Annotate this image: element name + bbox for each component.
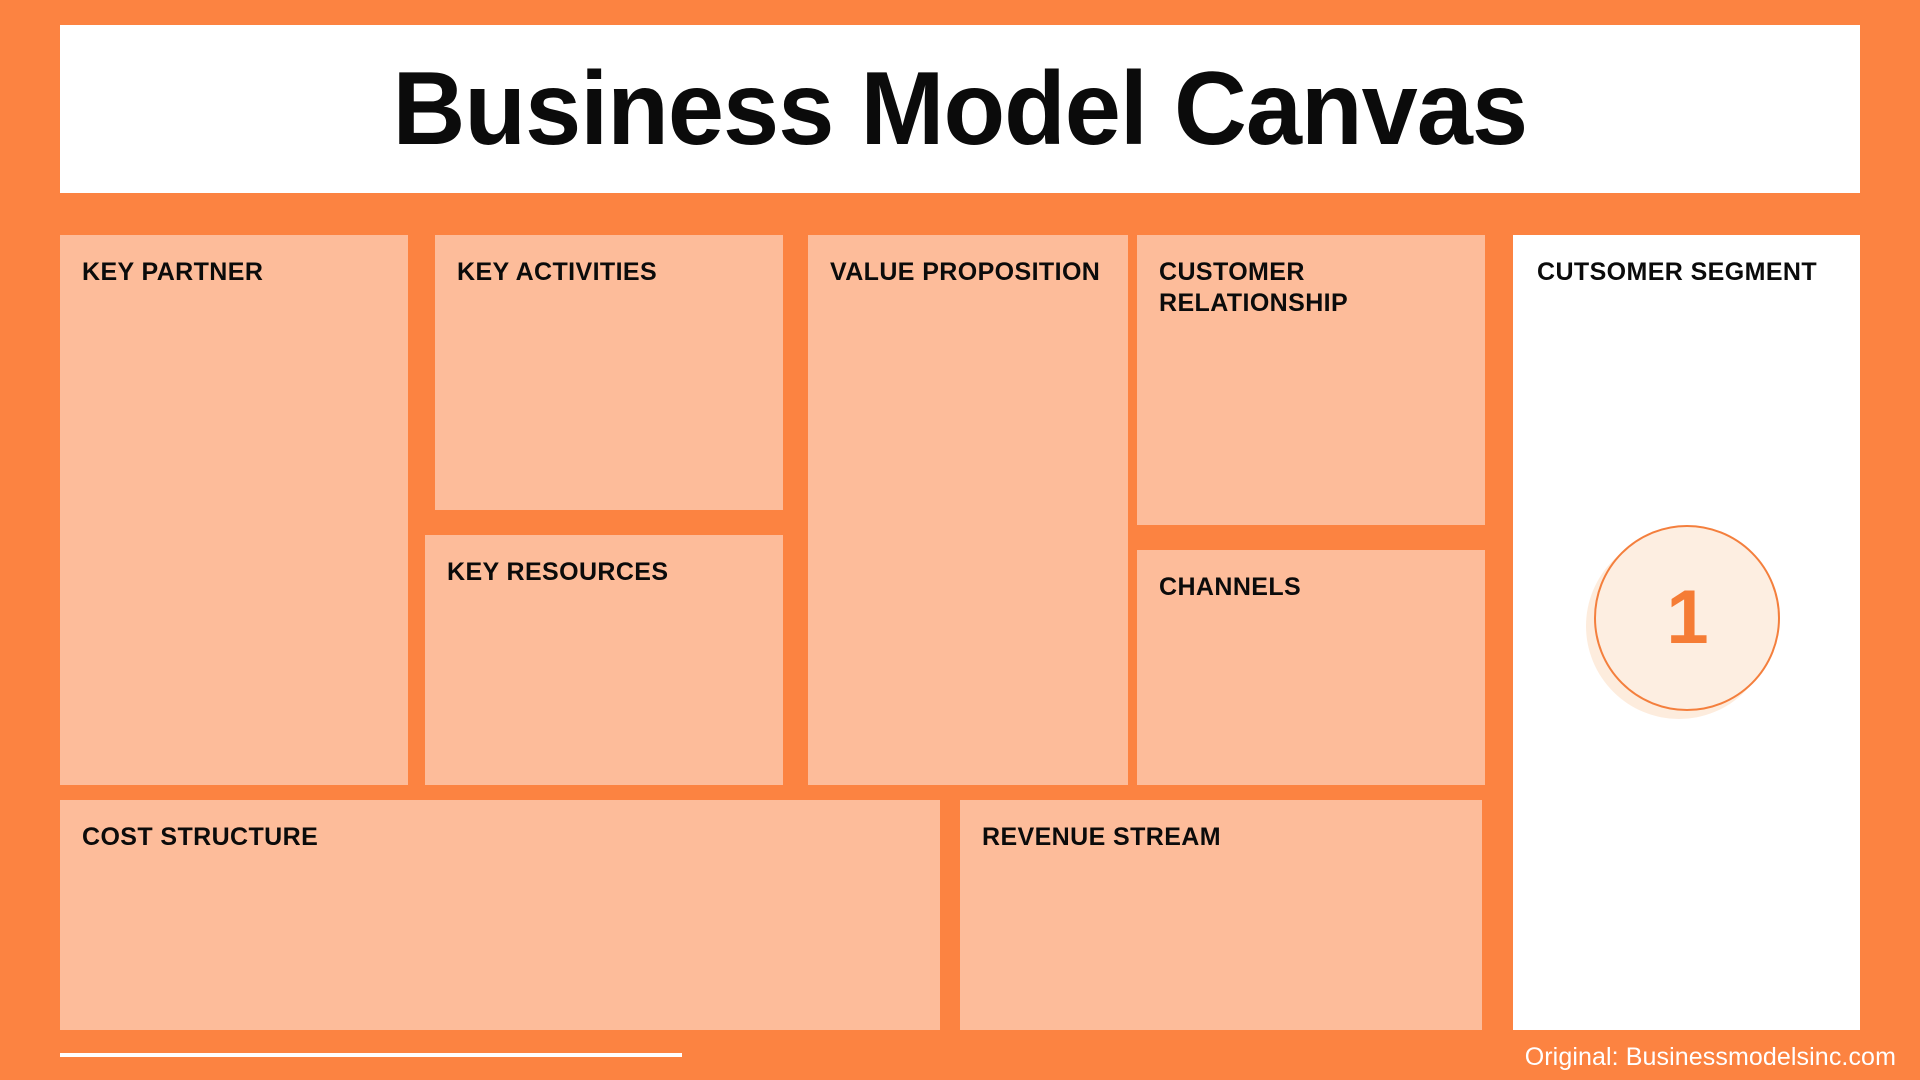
- badge-ring-circle: 1: [1593, 524, 1780, 711]
- segment-number-badge[interactable]: 1: [1585, 524, 1780, 719]
- canvas-block-label: CHANNELS: [1159, 573, 1302, 601]
- canvas-block-cost-structure[interactable]: COST STRUCTURE: [60, 800, 940, 1030]
- canvas-block-key-resources[interactable]: KEY RESOURCES: [425, 535, 783, 785]
- canvas-block-value-proposition[interactable]: VALUE PROPOSITION: [808, 235, 1128, 785]
- canvas-block-key-activities[interactable]: KEY ACTIVITIES: [435, 235, 783, 510]
- canvas-block-label: KEY PARTNER: [82, 258, 264, 286]
- canvas-block-label: KEY ACTIVITIES: [457, 258, 658, 286]
- canvas-block-label: COST STRUCTURE: [82, 823, 319, 851]
- footer-credit-text: Original: Businessmodelsinc.com: [1524, 1043, 1896, 1071]
- canvas-block-channels[interactable]: CHANNELS: [1137, 550, 1485, 785]
- badge-number-label: 1: [1666, 574, 1708, 660]
- footer-divider-rule: [60, 1053, 682, 1057]
- canvas-block-label: KEY RESOURCES: [447, 558, 669, 586]
- canvas-block-customer-relationship[interactable]: CUSTOMER RELATIONSHIP: [1137, 235, 1485, 525]
- segment-badge-container: 1: [1513, 235, 1860, 1030]
- page-title: Business Model Canvas: [392, 51, 1529, 167]
- title-bar: Business Model Canvas: [60, 25, 1860, 193]
- canvas-block-label: CUSTOMER RELATIONSHIP: [1159, 258, 1349, 317]
- canvas-block-label: CUTSOMER SEGMENT: [1537, 258, 1818, 286]
- canvas-block-label: REVENUE STREAM: [982, 823, 1221, 851]
- canvas-block-key-partner[interactable]: KEY PARTNER: [60, 235, 408, 785]
- canvas-block-customer-segment[interactable]: CUTSOMER SEGMENT 1: [1513, 235, 1860, 1030]
- canvas-block-revenue-stream[interactable]: REVENUE STREAM: [960, 800, 1482, 1030]
- canvas-block-label: VALUE PROPOSITION: [830, 258, 1101, 286]
